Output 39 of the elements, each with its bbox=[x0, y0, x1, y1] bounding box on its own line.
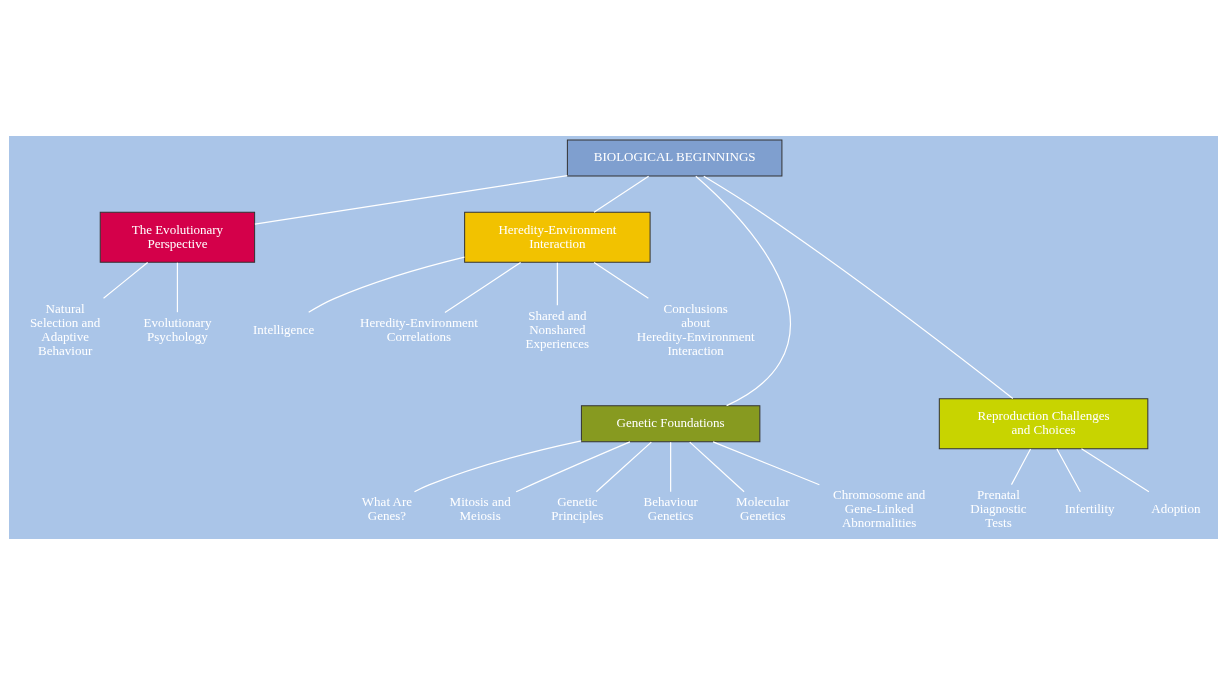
node-box: Genetic Foundations bbox=[580, 405, 761, 443]
connector bbox=[593, 175, 650, 213]
connector bbox=[595, 441, 652, 493]
connector bbox=[670, 441, 672, 493]
connector bbox=[254, 175, 568, 225]
connector bbox=[1010, 448, 1032, 486]
node-box: BIOLOGICAL BEGINNINGS bbox=[566, 139, 783, 177]
node-text: Infertility bbox=[1064, 501, 1115, 517]
connector bbox=[689, 441, 745, 493]
node-text: Intelligence bbox=[252, 321, 315, 337]
connector bbox=[1056, 448, 1081, 493]
node-text: Evolutionary Psychology bbox=[143, 314, 212, 344]
node-text: Chromosome and Gene-Linked Abnormalities bbox=[833, 487, 926, 531]
connector bbox=[712, 441, 820, 486]
node-text: Adoption bbox=[1151, 501, 1201, 517]
node-text: Genetic Principles bbox=[551, 494, 604, 524]
node-box: Heredity-Environment Interaction bbox=[464, 211, 651, 263]
node-text: Heredity-Environment Correlations bbox=[360, 314, 478, 344]
connector bbox=[593, 261, 649, 299]
connector bbox=[102, 261, 149, 299]
node-text: Molecular Genetics bbox=[736, 494, 790, 524]
node-text: Mitosis and Meiosis bbox=[449, 494, 511, 524]
connector bbox=[515, 441, 631, 493]
connector bbox=[413, 440, 582, 493]
node-text: Natural Selection and Adaptive Behaviour bbox=[29, 300, 101, 358]
node-text: Behaviour Genetics bbox=[643, 494, 698, 524]
node-box: Reproduction Challenges and Choices bbox=[938, 398, 1149, 450]
node-text: Conclusions about Heredity-Environment Interaction bbox=[636, 300, 755, 358]
connector bbox=[695, 175, 791, 407]
node-text: Prenatal Diagnostic Tests bbox=[970, 487, 1027, 531]
connector bbox=[1080, 448, 1150, 493]
connector bbox=[176, 262, 178, 313]
node-box: The Evolutionary Perspective bbox=[99, 211, 256, 263]
node-text: What Are Genes? bbox=[361, 494, 413, 524]
connector bbox=[556, 262, 558, 306]
connector bbox=[703, 175, 1014, 400]
connector bbox=[444, 261, 522, 313]
node-text: Shared and Nonshared Experiences bbox=[525, 307, 590, 351]
connector bbox=[308, 256, 466, 313]
